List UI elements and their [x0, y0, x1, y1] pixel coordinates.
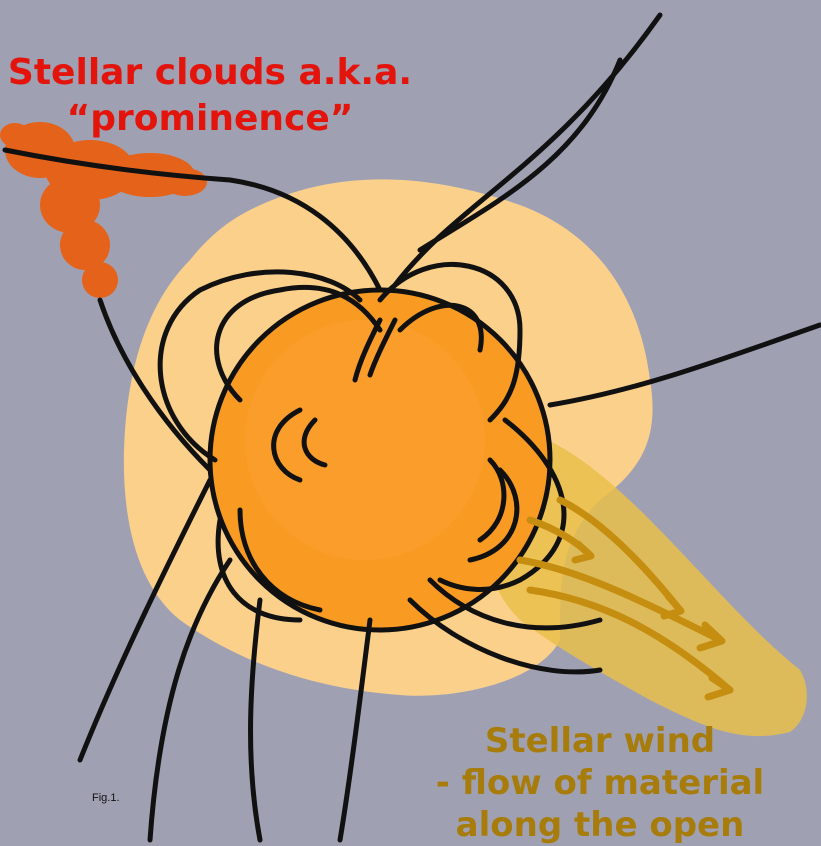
prominence-label-line1: Stellar clouds a.k.a.: [7, 52, 413, 93]
stellar-wind-label: Stellar wind - flow of material along th…: [400, 720, 800, 846]
prominence-label-line2: “prominence”: [66, 98, 354, 139]
star-highlight: [245, 320, 485, 560]
prominence-label: Stellar clouds a.k.a. “prominence”: [0, 50, 420, 142]
stellar-wind-label-line1: Stellar wind: [484, 721, 716, 761]
stellar-wind-label-line3: along the open: [455, 805, 745, 845]
magnetic-field-lines: [2, 12, 821, 843]
stellar-wind-label-line2: - flow of material: [435, 763, 765, 803]
prominence-cloud: [0, 122, 207, 298]
wind-flow-arrows: [516, 496, 734, 701]
figure-label: Fig.1.: [92, 792, 120, 804]
